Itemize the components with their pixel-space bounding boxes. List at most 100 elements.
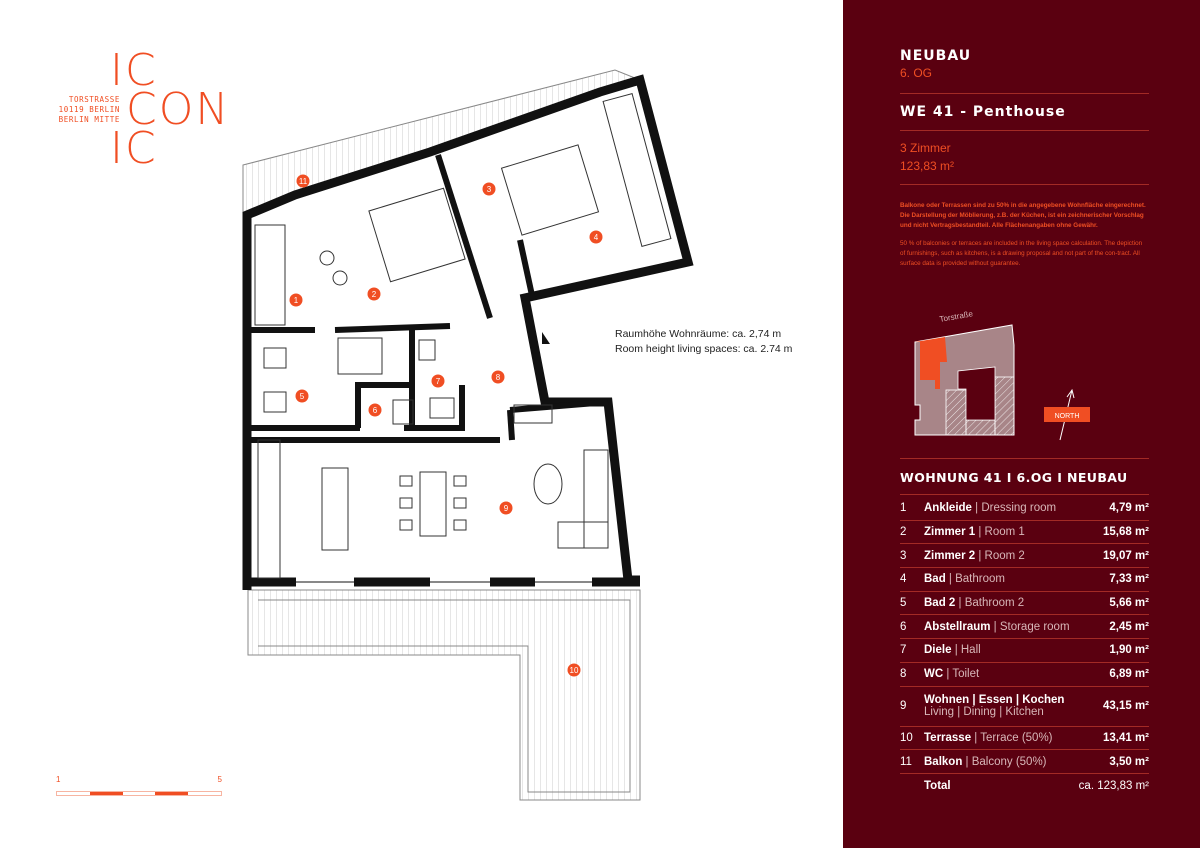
logo-line: IC [110, 123, 158, 174]
svg-text:9: 9 [504, 504, 509, 513]
table-title: WOHNUNG 41 I 6.OG I NEUBAU [900, 470, 1128, 485]
room-number: 4 [900, 573, 907, 586]
room-name-de: Diele [924, 644, 952, 657]
room-area: 5,66 m² [1109, 597, 1149, 610]
room-name-de: Zimmer 2 [924, 549, 976, 562]
floor-label: 6. OG [900, 66, 933, 80]
room-name-en: | Hall [951, 644, 981, 657]
svg-text:7: 7 [436, 377, 441, 386]
svg-text:8: 8 [496, 373, 501, 382]
address-line: 10119 BERLIN [58, 105, 120, 114]
room-name: Balkon | Balcony (50%) [924, 756, 1109, 768]
svg-text:10: 10 [570, 666, 579, 675]
room-marker-10: 10 [567, 663, 581, 677]
logo-address: TORSTRASSE 10119 BERLIN BERLIN MITTE [48, 95, 120, 125]
room-name-en: Living | Dining | Kitchen [924, 706, 1044, 718]
room-area: 4,79 m² [1109, 502, 1149, 515]
room-name-de: Bad 2 [924, 597, 956, 610]
table-row: 3 Zimmer 2 | Room 2 19,07 m² [900, 544, 1149, 569]
unit-highlight [915, 337, 947, 389]
svg-text:1: 1 [294, 296, 299, 305]
room-height-de: Raumhöhe Wohnräume: ca. 2,74 m [615, 328, 782, 340]
room-name: WC | Toilet [924, 668, 1109, 680]
room-number: 11 [900, 755, 912, 768]
room-height-note: Raumhöhe Wohnräume: ca. 2,74 m Room heig… [615, 327, 792, 357]
logo-line: CON [126, 84, 231, 135]
room-area: 2,45 m² [1109, 620, 1149, 633]
table-row: 2 Zimmer 1 | Room 1 15,68 m² [900, 521, 1149, 545]
room-number: 10 [900, 731, 913, 744]
disclaimer-de: Balkone oder Terrassen sind zu 50% in di… [900, 202, 1146, 229]
room-name-de: Zimmer 1 [924, 526, 976, 539]
street-label: Torstraße [939, 309, 974, 324]
room-name-en: | Terrace (50%) [971, 731, 1053, 744]
room-area: 7,33 m² [1109, 573, 1149, 586]
room-marker-7: 7 [431, 374, 445, 388]
room-marker-3: 3 [482, 182, 496, 196]
room-marker-11: 11 [296, 174, 310, 188]
table-row: 5 Bad 2 | Bathroom 2 5,66 m² [900, 592, 1149, 616]
room-name-de: WC [924, 668, 944, 681]
info-panel: NEUBAU 6. OG WE 41 - Penthouse 3 Zimmer … [843, 0, 1200, 848]
room-name-en: | Dressing room [971, 502, 1057, 515]
room-name-de: Terrasse [924, 731, 972, 744]
room-number: 1 [900, 502, 907, 515]
room-area: 43,15 m² [1102, 700, 1149, 712]
building-label: NEUBAU [900, 48, 972, 64]
room-name: Terrasse | Terrace (50%) [924, 732, 1103, 744]
address-line: BERLIN MITTE [58, 115, 120, 124]
floor-plan-area: IC CON IC TORSTRASSE 10119 BERLIN BERLIN… [48, 48, 793, 801]
room-name: Bad | Bathroom [924, 573, 1109, 585]
room-name-en: | Balcony (50%) [962, 755, 1047, 768]
room-marker-1: 1 [289, 293, 303, 307]
room-area: 6,89 m² [1109, 668, 1149, 681]
room-area: 19,07 m² [1102, 549, 1149, 562]
room-marker-5: 5 [295, 389, 309, 403]
room-number: 2 [900, 526, 907, 539]
svg-text:11: 11 [299, 177, 308, 186]
furniture [254, 93, 672, 579]
entrance-arrow-icon [542, 332, 550, 344]
room-name: Bad 2 | Bathroom 2 [924, 597, 1109, 609]
room-name-en: | Room 1 [975, 526, 1025, 539]
table-row: 7 Diele | Hall 1,90 m² [900, 639, 1149, 663]
floor-plan-drawing: 1 2 3 4 5 6 7 8 9 10 11 [242, 69, 694, 801]
room-name-de: Bad [924, 573, 946, 586]
room-name-de: Balkon [924, 755, 963, 768]
room-number: 8 [900, 668, 907, 681]
total-label: Total [924, 779, 951, 792]
room-marker-2: 2 [367, 287, 381, 301]
scale-start: 1 [56, 775, 61, 784]
room-area: 13,41 m² [1102, 731, 1149, 744]
room-area: 15,68 m² [1102, 526, 1149, 539]
scale-end: 5 [217, 775, 222, 784]
table-row: 4 Bad | Bathroom 7,33 m² [900, 568, 1149, 592]
room-number: 3 [900, 549, 907, 562]
unit-area: 123,83 m² [900, 159, 955, 173]
svg-text:6: 6 [373, 406, 378, 415]
room-marker-6: 6 [368, 403, 382, 417]
table-row: 1 Ankleide | Dressing room 4,79 m² [900, 497, 1149, 521]
room-number: 9 [900, 700, 907, 712]
outer-walls [242, 74, 694, 590]
room-name-en: | Bathroom 2 [955, 597, 1025, 610]
table-row: 8 WC | Toilet 6,89 m² [900, 663, 1149, 687]
room-name-de: Wohnen | Essen | Kochen [924, 694, 1065, 706]
room-area: 3,50 m² [1109, 755, 1149, 768]
terrace [247, 589, 641, 801]
svg-text:3: 3 [487, 185, 492, 194]
table-row: 6 Abstellraum | Storage room 2,45 m² [900, 615, 1149, 640]
room-number: 6 [900, 620, 907, 633]
room-name-en: | Storage room [990, 620, 1070, 633]
room-marker-8: 8 [491, 370, 505, 384]
table-row: 10 Terrasse | Terrace (50%) 13,41 m² [900, 727, 1149, 751]
north-label: NORTH [1055, 413, 1080, 420]
svg-text:2: 2 [372, 290, 377, 299]
room-number: 7 [900, 644, 907, 657]
svg-text:4: 4 [594, 233, 599, 242]
room-name: Ankleide | Dressing room [924, 502, 1109, 514]
room-name: Zimmer 2 | Room 2 [924, 550, 1103, 562]
